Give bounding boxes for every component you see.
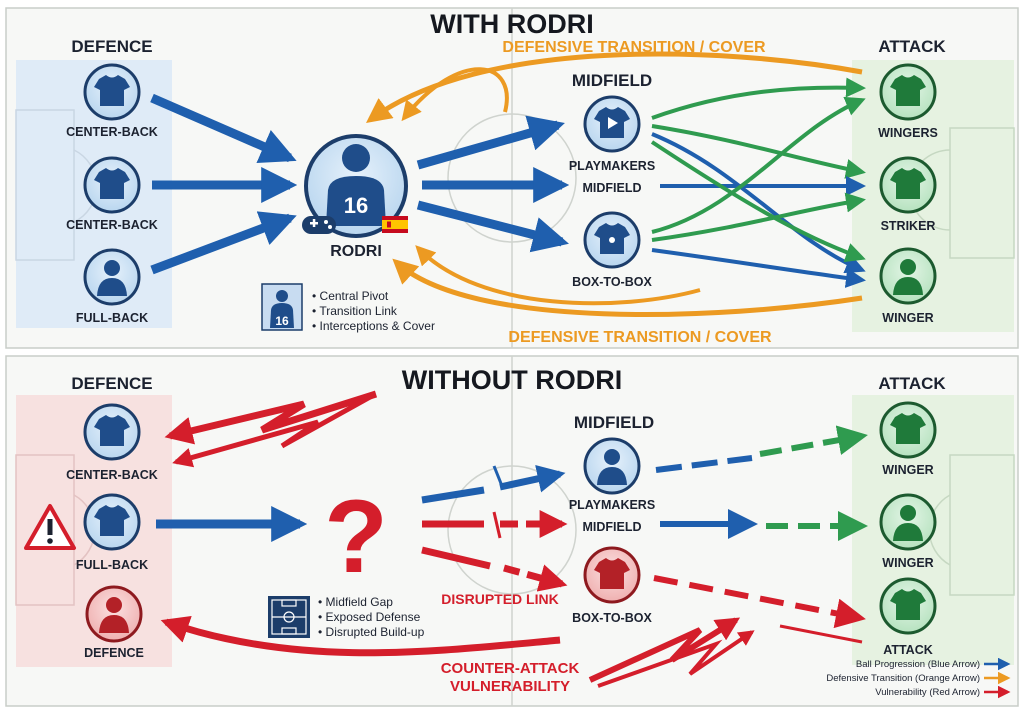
jersey-icon <box>890 413 926 444</box>
player-silhouette-icon <box>97 260 127 296</box>
bottom-mid-box-to-box: BOX-TO-BOX <box>572 546 652 625</box>
svg-text:COUNTER-ATTACK: COUNTER-ATTACK <box>441 660 580 677</box>
jersey-icon <box>94 75 130 106</box>
svg-text:Defensive Transition (Orange A: Defensive Transition (Orange Arrow) <box>826 673 980 684</box>
svg-text:Vulnerability (Red Arrow): Vulnerability (Red Arrow) <box>875 687 980 698</box>
rodri-pivot: 16 RODRI <box>302 134 408 260</box>
rodri-shirt-number: 16 <box>344 193 368 218</box>
bottom-defender-3: DEFENCE <box>84 585 144 660</box>
legend-item-ball-progression: Ball Progression (Blue Arrow) <box>856 657 1011 671</box>
top-mid-to-attack-arrows <box>650 77 866 288</box>
warning-icon <box>24 504 76 550</box>
spain-flag-icon <box>382 216 408 233</box>
svg-text:Ball Progression (Blue Arrow): Ball Progression (Blue Arrow) <box>856 659 980 670</box>
jersey-icon <box>94 505 130 536</box>
play-icon <box>608 117 618 129</box>
player-silhouette-icon <box>893 259 923 295</box>
svg-text:WINGER: WINGER <box>882 311 933 325</box>
svg-text:• Midfield Gap: • Midfield Gap <box>318 595 393 609</box>
missing-question-mark: ? <box>324 479 388 595</box>
bottom-defender-1: CENTER-BACK <box>66 403 158 482</box>
pitch-bottom <box>5 355 1019 707</box>
svg-text:VULNERABILITY: VULNERABILITY <box>450 678 570 695</box>
legend: Ball Progression (Blue Arrow) Defensive … <box>826 657 1011 699</box>
svg-text:• Exposed Defense: • Exposed Defense <box>318 610 421 624</box>
counter-attack-label: COUNTER-ATTACK VULNERABILITY <box>441 660 580 695</box>
top-mid-midfield-label: MIDFIELD <box>582 181 641 195</box>
top-midfield-heading: MIDFIELD <box>572 71 652 90</box>
svg-text:STRIKER: STRIKER <box>881 219 936 233</box>
top-mid-playmaker: PLAYMAKERS <box>569 95 655 173</box>
svg-text:WINGER: WINGER <box>882 556 933 570</box>
bottom-attacker-3: ATTACK <box>879 577 937 657</box>
bottom-defender-2: FULL-BACK <box>76 493 148 572</box>
bottom-mid-playmaker: PLAYMAKERS <box>569 437 655 512</box>
svg-text:CENTER-BACK: CENTER-BACK <box>66 468 158 482</box>
bottom-attacker-1: WINGER <box>879 401 937 477</box>
jersey-icon <box>890 75 926 106</box>
player-silhouette-icon <box>893 505 923 541</box>
svg-text:WINGER: WINGER <box>882 463 933 477</box>
top-blue-progression-arrows <box>150 93 570 275</box>
top-attacker-3: WINGER <box>879 247 937 325</box>
svg-text:PLAYMAKERS: PLAYMAKERS <box>569 498 655 512</box>
rodri-info-box: 16 • Central Pivot • Transition Link • I… <box>261 283 435 333</box>
svg-text:CENTER-BACK: CENTER-BACK <box>66 218 158 232</box>
bottom-blue-arrows <box>156 455 758 542</box>
bottom-mid-midfield-label: MIDFIELD <box>582 520 641 534</box>
jersey-icon <box>94 415 130 446</box>
disrupted-link-label: DISRUPTED LINK <box>441 591 558 607</box>
player-silhouette-icon <box>99 597 129 633</box>
top-defender-3: FULL-BACK <box>76 248 148 325</box>
player-silhouette-icon <box>597 449 627 485</box>
pitch-top <box>5 7 1019 349</box>
pitch-icon <box>268 596 310 638</box>
rodri-player-icon <box>326 144 386 226</box>
bottom-midfield-heading: MIDFIELD <box>574 413 654 432</box>
svg-text:• Interceptions & Cover: • Interceptions & Cover <box>312 319 435 333</box>
legend-item-defensive-transition: Defensive Transition (Orange Arrow) <box>826 671 1011 685</box>
bottom-disrupted-red-arrows <box>421 465 866 629</box>
bottom-attacker-2: WINGER <box>879 493 937 570</box>
gamepad-icon <box>302 216 336 234</box>
with-rodri-title: WITH RODRI <box>430 9 593 39</box>
top-defender-2: CENTER-BACK <box>66 156 158 232</box>
top-mid-box-to-box: BOX-TO-BOX <box>572 211 652 289</box>
top-orange-transition-arrows <box>365 51 863 317</box>
svg-text:FULL-BACK: FULL-BACK <box>76 558 148 572</box>
info-shirt-number: 16 <box>275 314 289 328</box>
top-defence-heading: DEFENCE <box>71 37 152 56</box>
legend-item-vulnerability: Vulnerability (Red Arrow) <box>875 685 1011 699</box>
top-attacker-1: WINGERS <box>878 63 938 140</box>
rodri-name: RODRI <box>330 243 382 260</box>
svg-text:• Disrupted Build-up: • Disrupted Build-up <box>318 625 425 639</box>
svg-text:• Central Pivot: • Central Pivot <box>312 289 389 303</box>
top-transition-label: DEFENSIVE TRANSITION / COVER <box>502 39 766 56</box>
jersey-icon <box>890 589 926 620</box>
top-attack-heading: ATTACK <box>878 37 946 56</box>
jersey-icon <box>890 168 926 199</box>
without-rodri-title: WITHOUT RODRI <box>402 365 622 395</box>
svg-text:WINGERS: WINGERS <box>878 126 938 140</box>
bottom-red-vulnerability-arrows <box>160 390 863 688</box>
svg-text:ATTACK: ATTACK <box>883 643 933 657</box>
bottom-transition-label: DEFENSIVE TRANSITION / COVER <box>508 329 772 346</box>
bottom-green-arrows <box>759 425 868 541</box>
bottom-defence-heading: DEFENCE <box>71 374 152 393</box>
jersey-icon <box>594 558 630 589</box>
bottom-attack-heading: ATTACK <box>878 374 946 393</box>
svg-text:BOX-TO-BOX: BOX-TO-BOX <box>572 611 652 625</box>
svg-text:PLAYMAKERS: PLAYMAKERS <box>569 159 655 173</box>
top-attacker-2: STRIKER <box>879 156 937 233</box>
svg-text:FULL-BACK: FULL-BACK <box>76 311 148 325</box>
svg-text:• Transition Link: • Transition Link <box>312 304 398 318</box>
svg-text:CENTER-BACK: CENTER-BACK <box>66 125 158 139</box>
svg-text:BOX-TO-BOX: BOX-TO-BOX <box>572 275 652 289</box>
jersey-icon <box>94 168 130 199</box>
svg-text:DEFENCE: DEFENCE <box>84 646 144 660</box>
without-info-box: • Midfield Gap • Exposed Defense • Disru… <box>268 595 425 639</box>
top-defender-1: CENTER-BACK <box>66 63 158 139</box>
